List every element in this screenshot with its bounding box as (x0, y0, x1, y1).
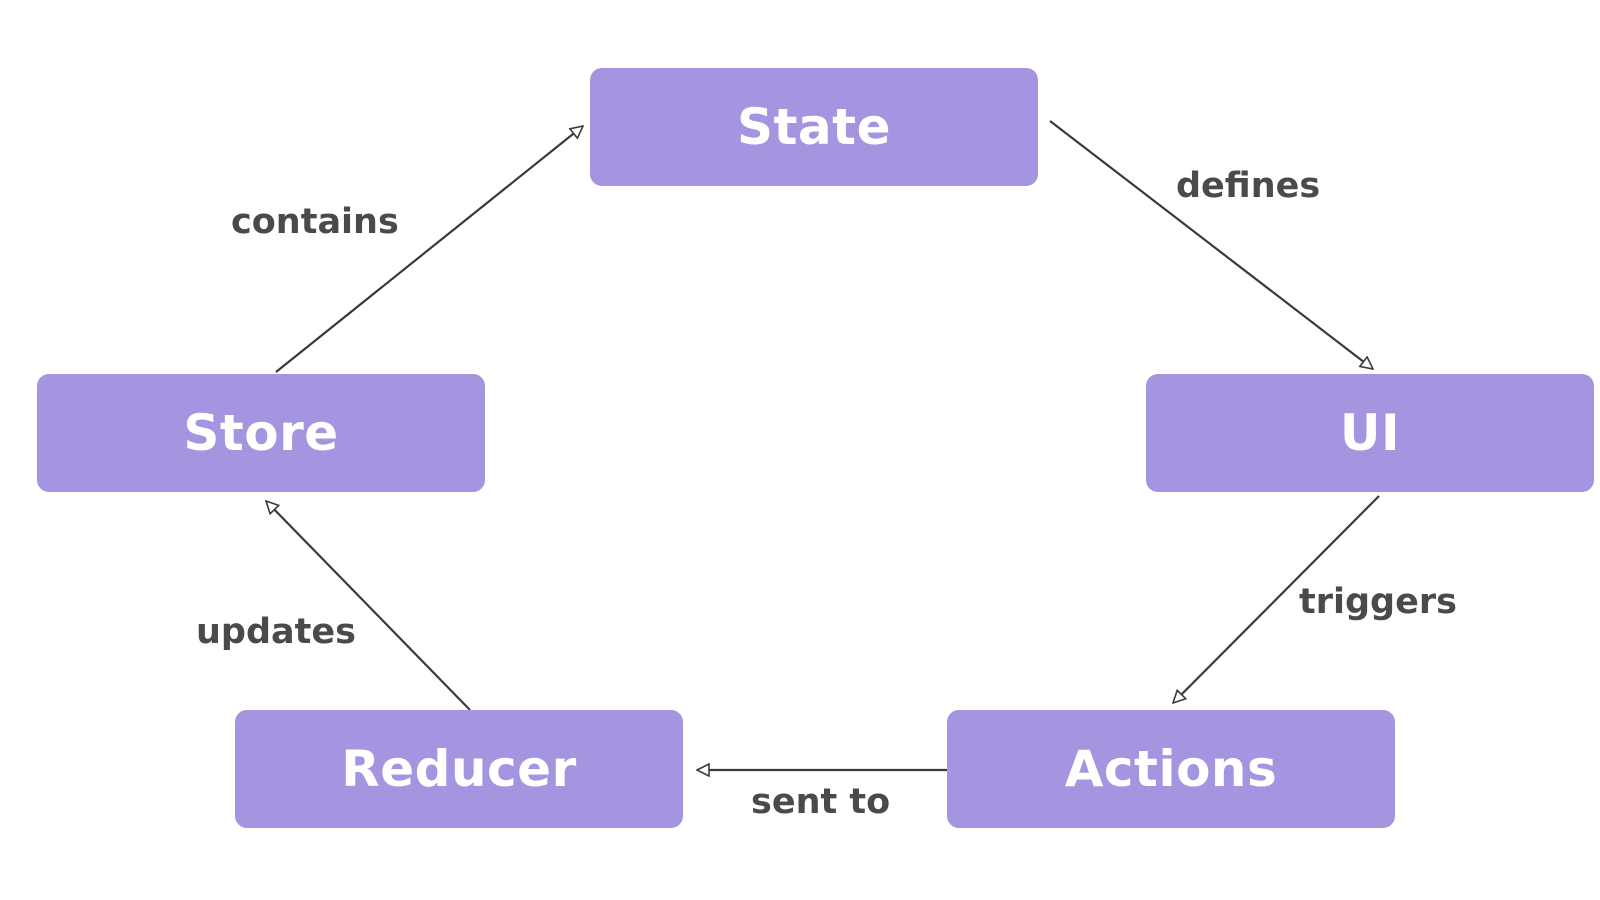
node-ui: UI (1146, 374, 1594, 492)
edge-label-updates: updates (196, 612, 356, 652)
node-store-label: Store (183, 404, 339, 462)
node-ui-label: UI (1339, 404, 1401, 462)
edge-label-contains: contains (231, 202, 399, 242)
edge-label-triggers: triggers (1299, 582, 1457, 622)
edge-label-defines: defines (1176, 166, 1321, 206)
node-reducer-label: Reducer (341, 740, 577, 798)
edge-store-to-state (275, 126, 583, 373)
edge-ui-to-actions (1173, 495, 1380, 703)
edge-label-sent-to: sent to (751, 782, 891, 822)
node-state: State (590, 68, 1038, 186)
edge-reducer-to-store (266, 501, 471, 711)
node-store: Store (37, 374, 485, 492)
node-state-label: State (737, 98, 891, 156)
edge-state-to-ui (1049, 120, 1373, 369)
node-actions: Actions (947, 710, 1395, 828)
node-reducer: Reducer (235, 710, 683, 828)
node-actions-label: Actions (1064, 740, 1278, 798)
